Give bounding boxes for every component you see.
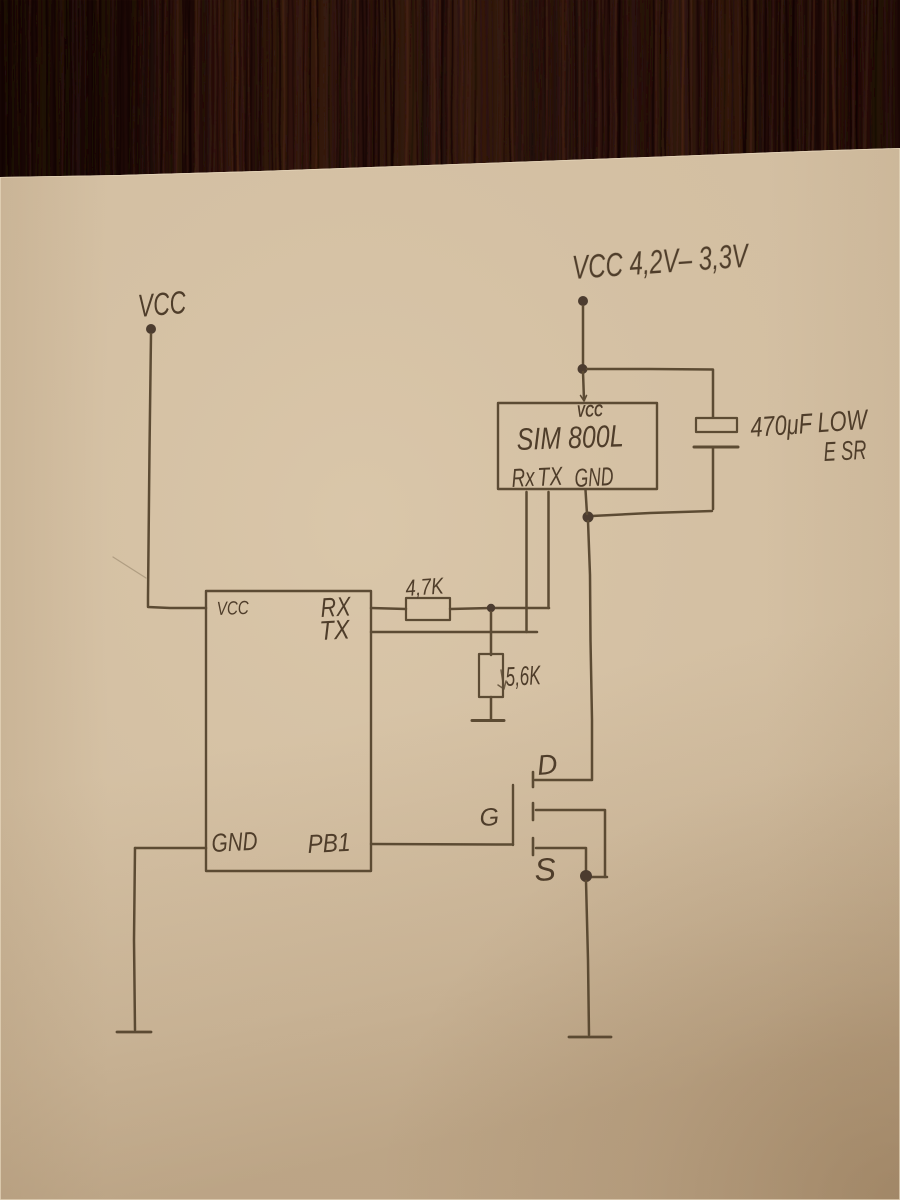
svg-text:GND: GND [211, 826, 259, 858]
svg-text:5,6K: 5,6K [505, 660, 542, 692]
svg-text:PB1: PB1 [307, 827, 352, 859]
svg-text:D: D [536, 748, 559, 781]
svg-text:GND: GND [574, 461, 615, 493]
svg-text:TX: TX [537, 461, 565, 492]
svg-text:Rx: Rx [511, 462, 536, 493]
svg-text:E SR: E SR [823, 435, 868, 467]
svg-text:VCC: VCC [576, 401, 603, 421]
svg-text:RX: RX [320, 591, 352, 623]
svg-text:SIM 800L: SIM 800L [516, 418, 624, 457]
svg-text:TX: TX [319, 614, 351, 646]
svg-text:VCC: VCC [216, 598, 249, 620]
svg-text:VCC: VCC [136, 284, 188, 324]
svg-text:4,7K: 4,7K [405, 572, 446, 601]
svg-text:G: G [479, 803, 500, 832]
svg-text:S: S [533, 851, 556, 888]
